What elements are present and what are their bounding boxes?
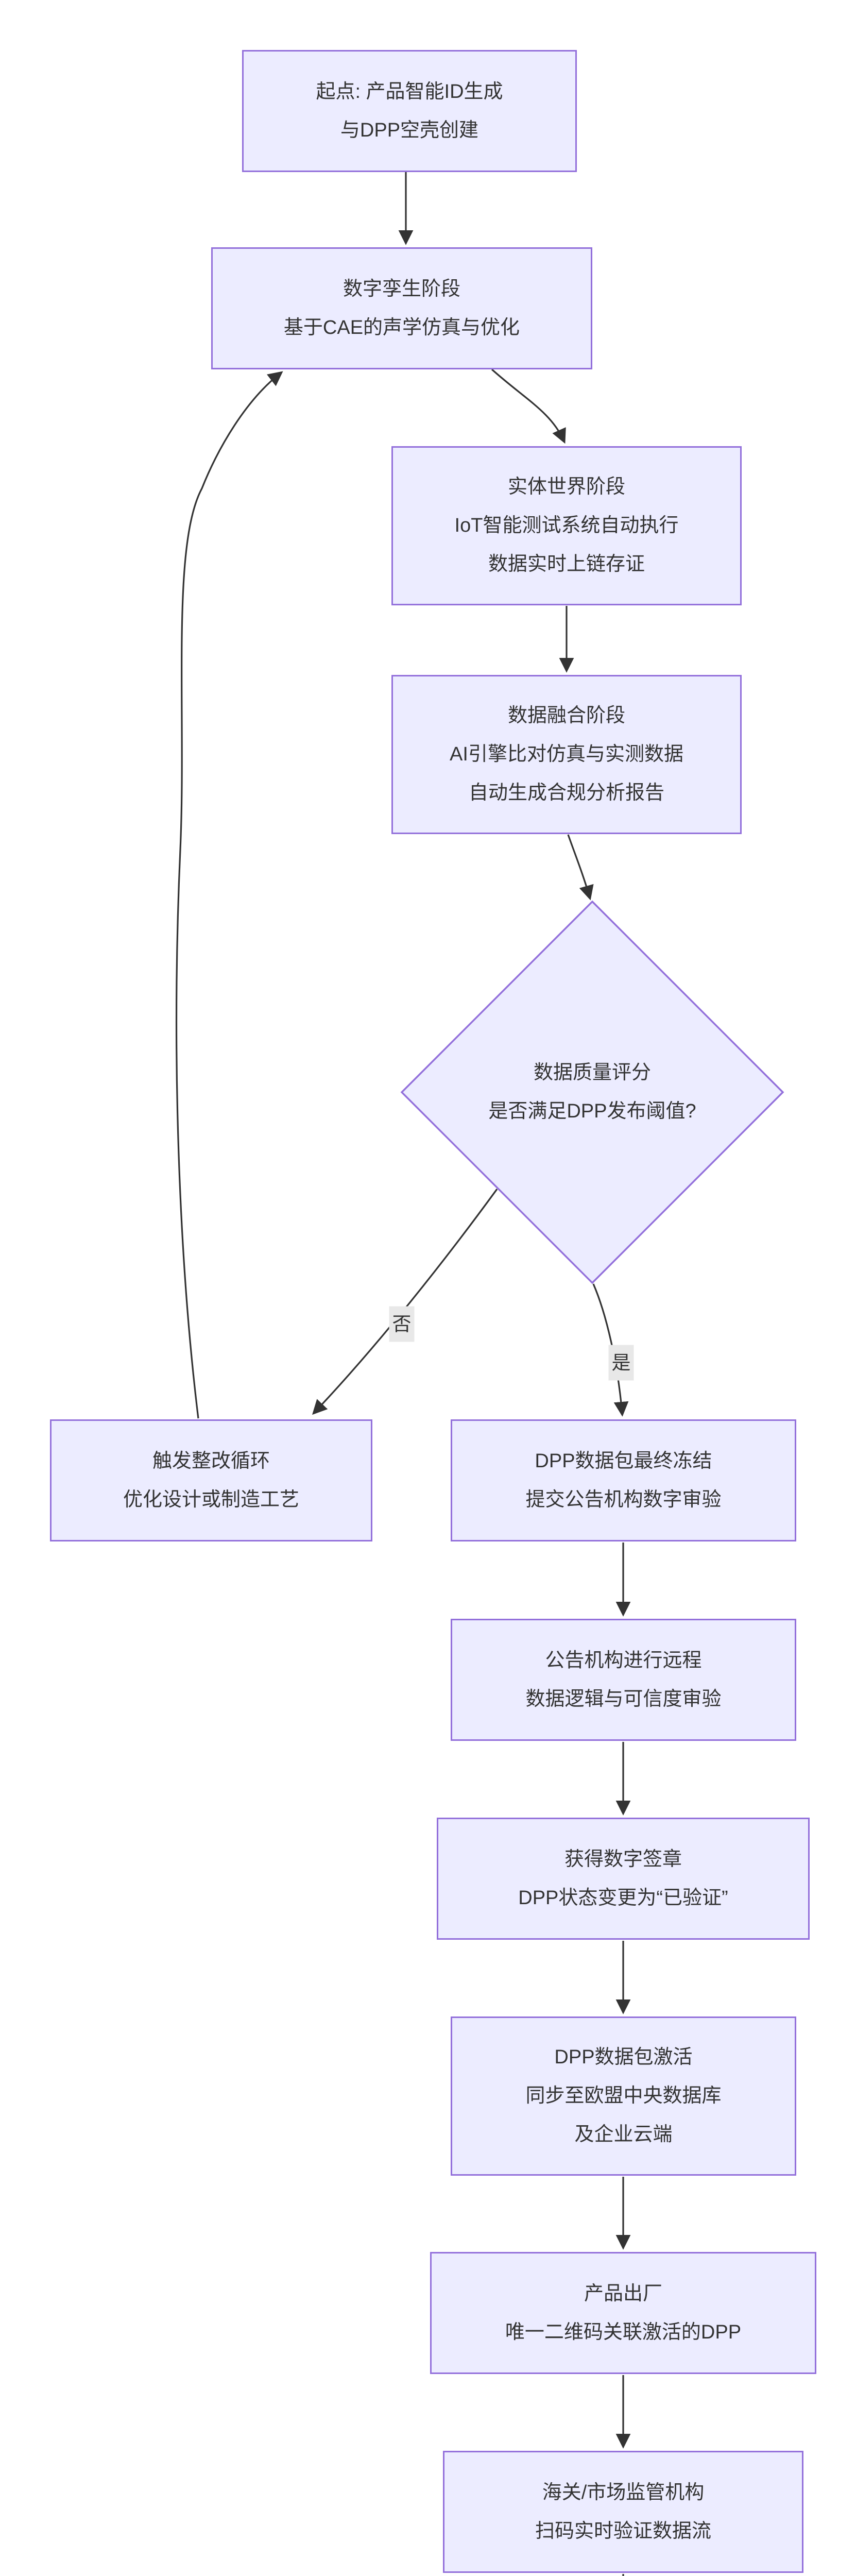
edge-fusion-decision <box>567 834 594 901</box>
node-freeze-line2: 提交公告机构数字审验 <box>525 1488 722 1511</box>
edge-label-yes: 是 <box>608 1345 634 1381</box>
node-physical-line1: 实体世界阶段 <box>507 476 625 498</box>
node-freeze: DPP数据包最终冻结 提交公告机构数字审验 <box>451 1419 796 1541</box>
node-freeze-line1: DPP数据包最终冻结 <box>535 1450 712 1472</box>
node-fusion: 数据融合阶段 AI引擎比对仿真与实测数据 自动生成合规分析报告 <box>391 675 742 834</box>
node-review-line1: 公告机构进行远程 <box>545 1649 702 1671</box>
edge-fix-twin-loop <box>176 371 283 1419</box>
node-fix: 触发整改循环 优化设计或制造工艺 <box>50 1419 372 1541</box>
node-fix-line2: 优化设计或制造工艺 <box>123 1488 299 1511</box>
node-activate-line1: DPP数据包激活 <box>554 2046 693 2068</box>
node-sign-line1: 获得数字签章 <box>564 1848 682 1870</box>
node-decision-line2: 是否满足DPP发布阈值? <box>488 1100 696 1122</box>
node-fusion-line1: 数据融合阶段 <box>507 705 625 726</box>
node-factory: 产品出厂 唯一二维码关联激活的DPP <box>430 2252 816 2374</box>
node-activate-line3: 及企业云端 <box>574 2124 673 2145</box>
node-review-line2: 数据逻辑与可信度审验 <box>525 1688 722 1710</box>
node-fusion-line2: AI引擎比对仿真与实测数据 <box>450 743 683 765</box>
node-activate: DPP数据包激活 同步至欧盟中央数据库 及企业云端 <box>451 2016 796 2176</box>
edge-twin-physical <box>491 368 566 444</box>
node-activate-line2: 同步至欧盟中央数据库 <box>525 2085 722 2107</box>
node-twin-line2: 基于CAE的声学仿真与优化 <box>283 316 520 338</box>
node-physical-line3: 数据实时上链存证 <box>488 553 645 575</box>
node-factory-line1: 产品出厂 <box>584 2282 662 2304</box>
node-physical: 实体世界阶段 IoT智能测试系统自动执行 数据实时上链存证 <box>391 446 742 605</box>
node-physical-line2: IoT智能测试系统自动执行 <box>454 515 679 536</box>
node-customs-line1: 海关/市场监管机构 <box>542 2481 705 2503</box>
node-fix-line1: 触发整改循环 <box>152 1450 270 1472</box>
decision-diamond-shape <box>400 900 784 1284</box>
node-start-line2: 与DPP空壳创建 <box>340 119 479 141</box>
node-decision: 数据质量评分 是否满足DPP发布阈值? <box>438 1030 747 1154</box>
edge-decision-fix-no <box>312 1189 498 1415</box>
node-start-line1: 起点: 产品智能ID生成 <box>316 80 503 103</box>
node-twin-line1: 数字孪生阶段 <box>343 278 460 300</box>
node-factory-line2: 唯一二维码关联激活的DPP <box>505 2321 742 2343</box>
node-sign-line2: DPP状态变更为“已验证” <box>518 1887 728 1909</box>
node-decision-line1: 数据质量评分 <box>533 1062 651 1083</box>
node-review: 公告机构进行远程 数据逻辑与可信度审验 <box>451 1619 796 1741</box>
node-customs: 海关/市场监管机构 扫码实时验证数据流 <box>443 2451 803 2573</box>
node-customs-line2: 扫码实时验证数据流 <box>535 2520 711 2542</box>
node-sign: 获得数字签章 DPP状态变更为“已验证” <box>437 1818 810 1940</box>
node-twin: 数字孪生阶段 基于CAE的声学仿真与优化 <box>211 247 592 369</box>
node-start: 起点: 产品智能ID生成 与DPP空壳创建 <box>242 50 577 172</box>
node-fusion-line3: 自动生成合规分析报告 <box>468 782 664 804</box>
edge-label-no: 否 <box>389 1306 415 1342</box>
edge-decision-freeze-yes <box>592 1283 629 1417</box>
